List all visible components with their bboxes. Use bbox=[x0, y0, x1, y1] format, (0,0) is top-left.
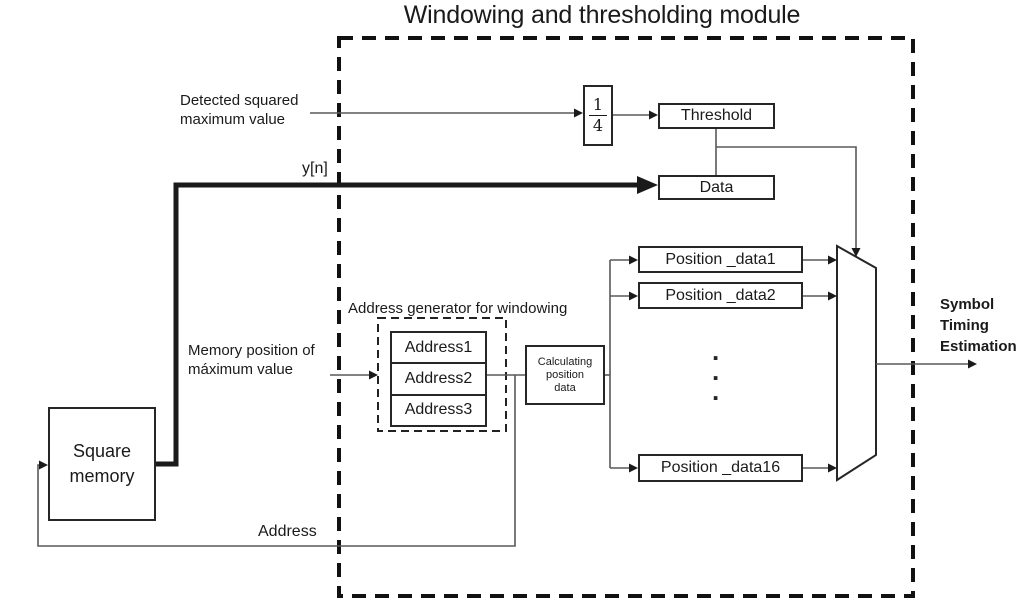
label-line: position bbox=[546, 368, 584, 381]
label-line: data bbox=[554, 381, 576, 394]
label-line: Detected squared bbox=[180, 92, 299, 109]
label-detected-squared-maximum-value: Detected squared maximum value bbox=[180, 91, 298, 129]
threshold-block: Threshold bbox=[658, 103, 775, 129]
arrowhead-into-position2 bbox=[629, 291, 638, 301]
label-line: Square bbox=[72, 441, 132, 461]
gain-one-quarter-block: 1 4 bbox=[583, 85, 613, 146]
position-data16-block: Position _data16 bbox=[638, 454, 803, 482]
label-line: memory bbox=[69, 466, 135, 486]
address-row-2: Address2 bbox=[392, 362, 485, 393]
label-line: Calculating bbox=[537, 355, 593, 368]
vertical-ellipsis-dot: . bbox=[712, 356, 720, 386]
arrowhead-into-position16 bbox=[629, 463, 638, 473]
connector-threshold-to-mux-select bbox=[716, 146, 857, 249]
arrowhead-output bbox=[968, 359, 977, 369]
diagram-title: Windowing and thresholding module bbox=[403, 1, 801, 29]
arrowhead-into-square-memory bbox=[39, 460, 48, 470]
arrowhead-position2-into-mux bbox=[828, 291, 837, 301]
label-symbol-timing-estimation: Symbol Timing Estimation bbox=[940, 294, 1017, 357]
arrowhead-yn-into-data bbox=[637, 176, 658, 194]
fraction-numerator: 1 bbox=[588, 95, 608, 116]
label-memory-position-of-maximum-value: Memory position of máximum value bbox=[188, 341, 315, 379]
arrowhead-into-addressgen bbox=[369, 370, 378, 380]
label-address-generator: Address generator for windowing bbox=[348, 300, 568, 317]
label-yn-signal: y[n] bbox=[302, 160, 328, 177]
address-table: Address1 Address2 Address3 bbox=[390, 331, 487, 427]
label-line: maximum value bbox=[180, 111, 286, 128]
arrowhead-into-gain bbox=[574, 108, 583, 118]
module-boundary bbox=[337, 36, 915, 598]
arrowhead-position1-into-mux bbox=[828, 255, 837, 265]
arrowhead-position16-into-mux bbox=[828, 463, 837, 473]
arrowhead-into-position1 bbox=[629, 255, 638, 265]
arrowhead-into-mux-select bbox=[851, 248, 861, 257]
fraction: 1 4 bbox=[588, 95, 608, 136]
calculating-position-data-block: Calculating position data bbox=[525, 345, 605, 405]
data-block: Data bbox=[658, 175, 775, 200]
label-line: Symbol bbox=[940, 296, 995, 313]
vertical-ellipsis: . . . bbox=[712, 336, 720, 406]
connector-yn-thick bbox=[156, 182, 639, 467]
vertical-ellipsis-dot: . bbox=[712, 376, 720, 406]
label-line: Memory position of bbox=[188, 342, 315, 359]
label-address-feedback: Address bbox=[258, 523, 317, 540]
address-row-3: Address3 bbox=[392, 393, 485, 425]
label-line: Timing bbox=[940, 317, 989, 334]
position-data1-block: Position _data1 bbox=[638, 246, 803, 273]
label-line: máximum value bbox=[188, 361, 294, 378]
connector-address-feedback bbox=[37, 375, 516, 547]
square-memory-block: Square memory bbox=[48, 407, 156, 521]
label-line: Estimation bbox=[940, 338, 1017, 355]
mux-selector-shape bbox=[836, 244, 877, 482]
fraction-denominator: 4 bbox=[592, 116, 604, 135]
arrowhead-into-threshold bbox=[649, 110, 658, 120]
vertical-ellipsis-dot: . bbox=[712, 336, 720, 366]
position-data2-block: Position _data2 bbox=[638, 282, 803, 309]
address-row-1: Address1 bbox=[404, 338, 473, 356]
